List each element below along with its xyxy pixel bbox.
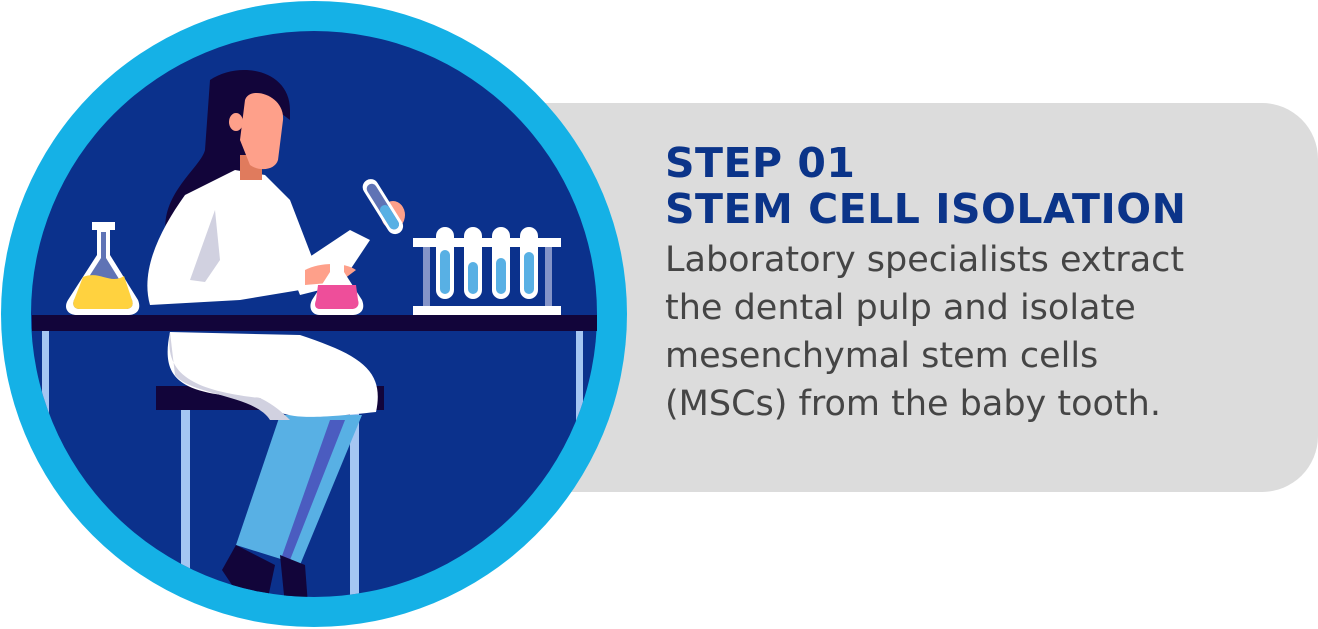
step-title: STEM CELL ISOLATION — [665, 185, 1187, 233]
lab-bench — [32, 315, 597, 331]
info-card — [540, 103, 1318, 492]
step-description: Laboratory specialists extract the denta… — [665, 240, 1185, 424]
scientist-at-lab-bench-icon — [1, 1, 627, 627]
flask-icon — [66, 222, 140, 315]
step-label: STEP 01 — [665, 139, 856, 187]
flask-icon — [310, 247, 364, 315]
step-text: STEP 01 STEM CELL ISOLATION Laboratory s… — [665, 140, 1305, 428]
circle-background — [31, 31, 597, 597]
test-tube-rack-icon — [413, 227, 561, 315]
